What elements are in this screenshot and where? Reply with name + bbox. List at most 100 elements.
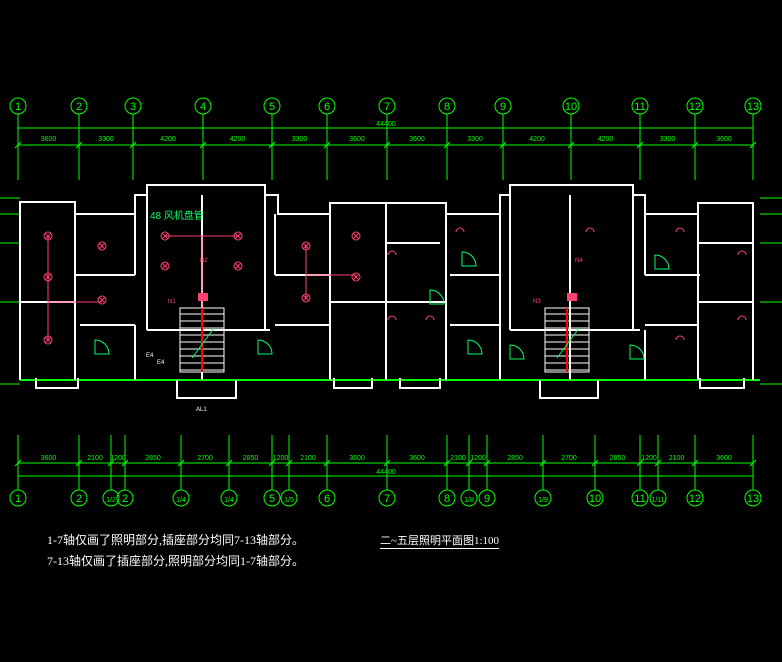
top-dim-value: 4200 <box>598 136 614 143</box>
bottom-axis-label: 1/4 <box>176 497 186 504</box>
bottom-dim-tick <box>749 459 757 467</box>
socket-icon <box>675 335 685 341</box>
lamp-cross <box>352 273 360 281</box>
bottom-axis-label: 1 <box>15 493 21 505</box>
bottom-dim-value: 1200 <box>641 455 657 462</box>
top-axis-label: 12 <box>689 101 701 113</box>
bottom-axis-bubble <box>378 489 396 507</box>
bottom-dim-tick <box>268 459 276 467</box>
door-swing <box>654 254 670 270</box>
top-axis-bubble <box>318 97 336 115</box>
bottom-axis-bubble <box>631 489 649 507</box>
bottom-axis-bubble <box>686 489 704 507</box>
stair-arrow <box>191 327 215 359</box>
top-axis-label: 5 <box>269 101 275 113</box>
socket-icon <box>455 227 465 233</box>
bottom-dim-value: 1200 <box>470 455 486 462</box>
bottom-axis-label: 6 <box>324 493 330 505</box>
stair-arrow <box>556 327 580 359</box>
top-axis-bubble <box>9 97 27 115</box>
top-axis-label: 8 <box>444 101 450 113</box>
right-unit-outline <box>386 184 754 380</box>
bottom-dim-tick <box>225 459 233 467</box>
bottom-dim-value: 3600 <box>716 455 732 462</box>
top-dim-value: 3600 <box>41 136 57 143</box>
stair-projection-left <box>176 380 237 399</box>
top-dim-value: 4200 <box>160 136 176 143</box>
bottom-axis-label: 1/4 <box>224 497 234 504</box>
electrical-fixtures <box>43 227 747 345</box>
node-label-4: N4 <box>575 258 583 264</box>
bottom-axis-label: 11 <box>634 493 645 505</box>
bottom-dim-tick <box>443 459 451 467</box>
bottom-dim-value: 3600 <box>349 455 365 462</box>
bottom-dim-tick <box>107 459 115 467</box>
bottom-axis-bubble <box>280 489 298 507</box>
bottom-dim-value: 2850 <box>610 455 626 462</box>
top-dim-value: 3600 <box>716 136 732 143</box>
bottom-axis-label: 13 <box>747 493 759 505</box>
left-unit-outline <box>19 184 387 380</box>
top-dim-value: 4200 <box>230 136 246 143</box>
bottom-dim-tick <box>121 459 129 467</box>
lamp-cross <box>234 262 242 270</box>
top-axis-label: 2 <box>76 101 82 113</box>
door-swing <box>509 344 525 360</box>
top-dim-tick <box>443 141 451 149</box>
panel-label: AL1 <box>196 407 207 413</box>
top-axis-label: 11 <box>634 101 645 113</box>
socket-icon <box>585 227 595 233</box>
top-axis-label: 1 <box>15 101 21 113</box>
top-axis-bubble <box>263 97 281 115</box>
bottom-dim-tick <box>285 459 293 467</box>
bay-window-right <box>699 378 745 389</box>
bottom-axis-bubble <box>438 489 456 507</box>
bottom-axis-bubble <box>9 489 27 507</box>
horizontal-grid-lines <box>0 197 782 385</box>
bottom-axis-label: 2 <box>122 493 128 505</box>
bottom-dim-value: 2700 <box>197 455 213 462</box>
bottom-axis-label: 5 <box>269 493 275 505</box>
socket-icon <box>737 315 747 321</box>
top-dim-value: 3300 <box>292 136 308 143</box>
top-dim-tick <box>691 141 699 149</box>
bottom-total-dimension: 44400 <box>376 469 396 476</box>
top-axis-bubble <box>562 97 580 115</box>
bottom-axis-bubble <box>172 489 190 507</box>
bottom-dim-value: 3600 <box>409 455 425 462</box>
node-label-1: N1 <box>168 299 176 305</box>
fixture-code-2: E4 <box>157 360 165 366</box>
door-swing <box>467 339 483 355</box>
top-dim-tick <box>636 141 644 149</box>
socket-icon <box>387 250 397 256</box>
top-axis-bubble <box>631 97 649 115</box>
top-dim-value: 3300 <box>467 136 483 143</box>
top-dim-tick <box>567 141 575 149</box>
top-dim-tick <box>129 141 137 149</box>
top-axis-bubble <box>70 97 88 115</box>
ceiling-lamp-icon <box>160 261 170 271</box>
top-dim-tick <box>14 141 22 149</box>
bottom-dim-tick <box>383 459 391 467</box>
top-axis-bubble <box>438 97 456 115</box>
bottom-axis-label: 1/11 <box>651 497 664 504</box>
top-axis-label: 10 <box>565 101 577 113</box>
bay-window-left <box>35 378 79 389</box>
bottom-dim-tick <box>14 459 22 467</box>
bottom-dim-tick <box>691 459 699 467</box>
top-dim-tick <box>749 141 757 149</box>
top-axis-bubble <box>378 97 396 115</box>
note-line-2: 7-13轴仅画了插座部分,照明部分均同1-7轴部分。 <box>47 554 304 568</box>
top-dim-value: 4200 <box>529 136 545 143</box>
bottom-dim-value: 2850 <box>145 455 161 462</box>
door-swing <box>461 251 477 267</box>
bottom-axis-bubble <box>649 489 667 507</box>
bottom-dim-value: 2850 <box>507 455 523 462</box>
bottom-axis-bubble <box>534 489 552 507</box>
bottom-axis-label: 12 <box>689 493 701 505</box>
ceiling-lamp-icon <box>97 241 107 251</box>
bottom-dim-tick <box>323 459 331 467</box>
distribution-box-icon <box>198 293 208 301</box>
